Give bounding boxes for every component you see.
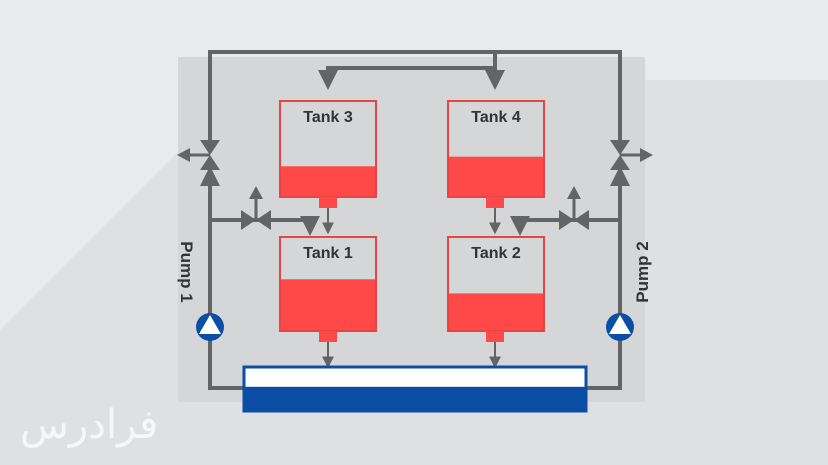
tank-3-outlet: [319, 197, 337, 208]
reservoir: [242, 365, 588, 413]
valve-icon: [177, 140, 220, 170]
tank-1-outlet: [319, 331, 337, 342]
tank-3: Tank 3: [279, 100, 377, 208]
reservoir-fill: [244, 386, 586, 411]
tank-4-label: Tank 4: [471, 109, 521, 126]
tank-1: Tank 1: [279, 236, 377, 342]
tank-4-outlet: [486, 197, 504, 208]
thin-pipes: [322, 208, 501, 369]
tank-2-outlet: [486, 331, 504, 342]
pump-icon: [196, 313, 224, 341]
watermark-text: فرادرس: [20, 402, 158, 448]
valve-icon: [610, 140, 653, 170]
tank-4-fill: [448, 156, 544, 197]
pipe-outer-top-right: [495, 50, 622, 141]
pump-1: Pump 1: [177, 241, 224, 341]
tank-1-fill: [280, 279, 376, 331]
diagram-panel: [178, 57, 645, 402]
pipes: [200, 50, 630, 390]
tank-3-label: Tank 3: [303, 109, 353, 126]
pipe-tank3-feed: [318, 66, 495, 90]
tank-2: Tank 2: [447, 236, 545, 342]
pump-icon: [606, 313, 634, 341]
pipe-left-riser: [200, 166, 245, 390]
tank-2-fill: [448, 293, 544, 331]
tank-3-fill: [280, 166, 376, 197]
valve-icon: [559, 186, 589, 230]
pump-2: Pump 2: [606, 241, 652, 341]
pipe-right-riser: [585, 166, 630, 390]
tank-1-label: Tank 1: [303, 245, 353, 262]
reservoir-outline: [242, 365, 588, 413]
pipe-outer-top-left: [208, 50, 495, 141]
pump-1-label: Pump 1: [177, 241, 196, 302]
tank-2-label: Tank 2: [471, 245, 521, 262]
valve-icon: [241, 186, 271, 230]
tank-4: Tank 4: [447, 100, 545, 208]
pump-2-label: Pump 2: [633, 241, 652, 302]
